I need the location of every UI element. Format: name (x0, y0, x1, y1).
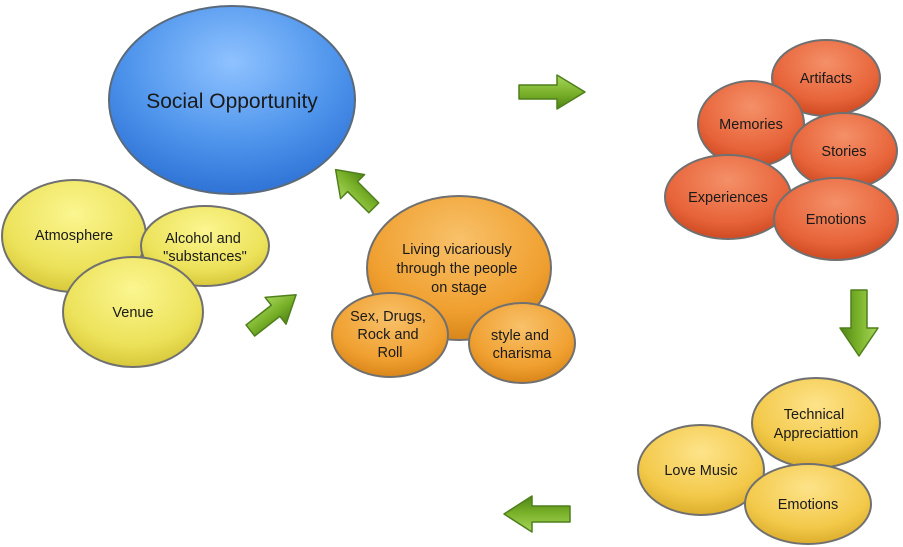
emotions-red-label: Emotions (806, 212, 866, 228)
stories-label: Stories (821, 144, 866, 160)
red-cluster: Artifacts Memories Stories Experiences E… (664, 39, 899, 261)
experiences-node: Experiences (664, 154, 792, 240)
love-music-node: Love Music (637, 424, 765, 516)
living-line-3: on stage (431, 280, 487, 296)
social-opportunity-label: Social Opportunity (146, 90, 318, 113)
style-line-2: charisma (493, 346, 553, 362)
emotions-gold-node: Emotions (744, 463, 872, 545)
memories-label: Memories (719, 117, 783, 133)
sex-drugs-node: Sex, Drugs, Rock and Roll (331, 292, 449, 378)
arrow-right-icon (518, 74, 586, 110)
arrow-up-right-icon (245, 294, 297, 337)
arrow-up-left-icon (334, 168, 380, 214)
sex-line-1: Sex, Drugs, (350, 309, 426, 325)
technical-appreciation-node: Technical Appreciattion (751, 377, 881, 469)
arrow-down-icon (839, 289, 879, 357)
style-charisma-node: style and charisma (468, 302, 576, 384)
emotions-red-node: Emotions (773, 177, 899, 261)
atmosphere-label: Atmosphere (35, 228, 113, 244)
living-label: Living vicariously through the people on… (397, 242, 522, 296)
alcohol-label: Alcohol and "substances" (163, 231, 247, 265)
artifacts-label: Artifacts (800, 71, 852, 87)
living-line-1: Living vicariously (402, 242, 512, 258)
alcohol-line-1: Alcohol and (165, 231, 241, 247)
alcohol-line-2: "substances" (163, 249, 247, 265)
living-line-2: through the people (397, 261, 518, 277)
venue-node: Venue (62, 256, 204, 368)
arrow-left-icon (503, 495, 571, 533)
sex-line-3: Roll (378, 345, 403, 361)
sex-line-2: Rock and (357, 327, 418, 343)
sex-drugs-label: Sex, Drugs, Rock and Roll (350, 309, 430, 361)
experiences-label: Experiences (688, 190, 768, 206)
emotions-gold-label: Emotions (778, 497, 838, 513)
style-label: style and charisma (491, 328, 553, 362)
stories-node: Stories (790, 112, 898, 190)
yellow-cluster: Atmosphere Alcohol and "substances" Venu… (1, 179, 270, 368)
orange-cluster: Living vicariously through the people on… (331, 195, 576, 384)
technical-label: Technical Appreciattion (774, 407, 859, 442)
memories-node: Memories (697, 80, 805, 168)
venue-label: Venue (112, 305, 153, 321)
social-opportunity-node: Social Opportunity (108, 5, 356, 195)
technical-line-2: Appreciattion (774, 426, 859, 442)
love-music-label: Love Music (664, 463, 737, 479)
style-line-1: style and (491, 328, 549, 344)
technical-line-1: Technical (784, 407, 844, 423)
gold-cluster: Technical Appreciattion Love Music Emoti… (637, 377, 881, 545)
artifacts-node: Artifacts (771, 39, 881, 117)
